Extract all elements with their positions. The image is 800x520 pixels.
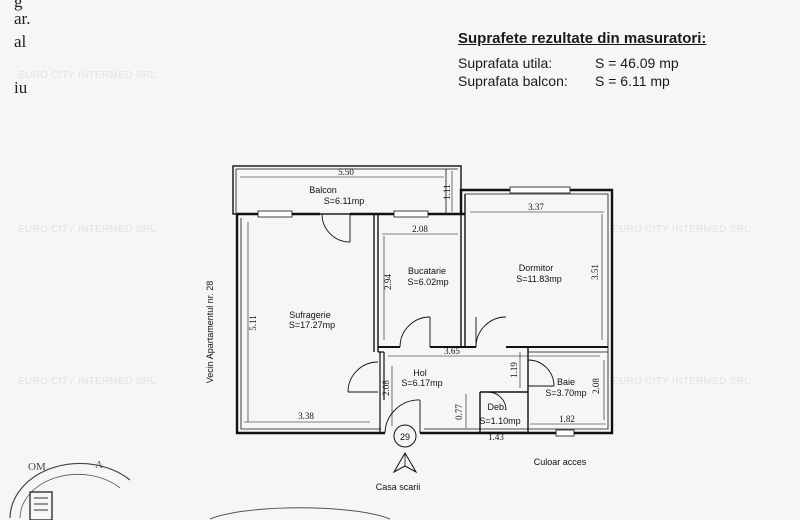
room-area: S=6.17mp (401, 378, 442, 388)
room-area: S=1.10mp (479, 416, 520, 426)
summary-row-utila: Suprafata utila: S = 46.09 mp (458, 55, 758, 73)
outer-wall (235, 214, 385, 435)
window (509, 186, 571, 194)
dimension-label: 1.11 (442, 184, 452, 199)
dimension-label: 1.82 (559, 414, 575, 424)
summary-label: Suprafata balcon: (458, 73, 568, 89)
room-area: S=6.02mp (407, 277, 448, 287)
watermark: EURO CITY INTERMED SRL (612, 376, 751, 387)
door-arc (527, 359, 555, 387)
summary-row-balcon: Suprafata balcon: S = 6.11 mp (458, 73, 758, 91)
dimension-label: 3.65 (444, 346, 460, 356)
room-name: Baie (557, 377, 575, 387)
room-name: Deb. (487, 402, 506, 412)
door-arc (347, 361, 379, 393)
margin-fragment: iu (14, 78, 28, 97)
margin-fragment: g (14, 0, 23, 11)
outer-wall (420, 188, 614, 435)
window (257, 210, 293, 218)
access-label: Culoar acces (534, 457, 587, 467)
room-name: Dormitor (519, 263, 554, 273)
seal-stamp: OM A (9, 459, 131, 520)
watermark: EURO CITY INTERMED SRL (18, 70, 157, 81)
dimension-label: 2.08 (381, 380, 391, 396)
apartment-number: 29 (400, 432, 410, 442)
watermark: EURO CITY INTERMED SRL (18, 224, 157, 235)
apartment-number-circle (393, 424, 417, 448)
stairs-label: Casa scarii (376, 482, 421, 492)
door-arc (399, 316, 431, 348)
dimension-label: 3.38 (298, 411, 314, 421)
dimension-label: 5.11 (248, 315, 258, 330)
dimension-label: 5.50 (338, 167, 354, 177)
dimension-label: 3.37 (528, 202, 544, 212)
summary-title: Suprafete rezultate din masuratori: (458, 30, 707, 47)
door-arc (475, 316, 507, 348)
dimension-label: 2.08 (591, 378, 601, 394)
dimension-label: 2.94 (383, 274, 393, 290)
room-area: S=11.83mp (516, 274, 562, 284)
dimension-label: 0.77 (454, 404, 464, 420)
stamp-arc (209, 507, 391, 520)
room-area: S=3.70mp (545, 388, 586, 398)
room-area: S=17.27mp (289, 320, 335, 330)
door-arc (487, 391, 507, 411)
surface-summary: Suprafete rezultate din masuratori: Supr… (458, 30, 758, 91)
room-area: S=6.11mp (324, 196, 365, 206)
room-name: Bucatarie (408, 266, 446, 276)
margin-fragment: al (14, 32, 27, 51)
neighbor-label: Vecin Apartamentul nr. 28 (205, 281, 215, 384)
svg-text:OM: OM (28, 461, 46, 473)
summary-value: S = 6.11 mp (595, 73, 670, 89)
room-name: Hol (413, 368, 427, 378)
watermark: EURO CITY INTERMED SRL (18, 376, 157, 387)
summary-value: S = 46.09 mp (595, 55, 679, 71)
svg-text:A: A (95, 459, 103, 471)
door-arc (321, 213, 351, 243)
dimension-label: 1.19 (509, 362, 519, 378)
window (555, 429, 575, 437)
room-name: Sufragerie (289, 310, 331, 320)
margin-fragment: ar. (14, 9, 31, 28)
entrance-door-arc (384, 399, 421, 434)
watermark: EURO CITY INTERMED SRL (612, 224, 751, 235)
room-name: Balcon (309, 185, 337, 195)
summary-label: Suprafata utila: (458, 55, 553, 71)
dimension-label: 1.43 (488, 432, 504, 442)
dimension-label: 2.08 (412, 224, 428, 234)
window (393, 210, 429, 218)
dimension-label: 3.51 (590, 264, 600, 280)
